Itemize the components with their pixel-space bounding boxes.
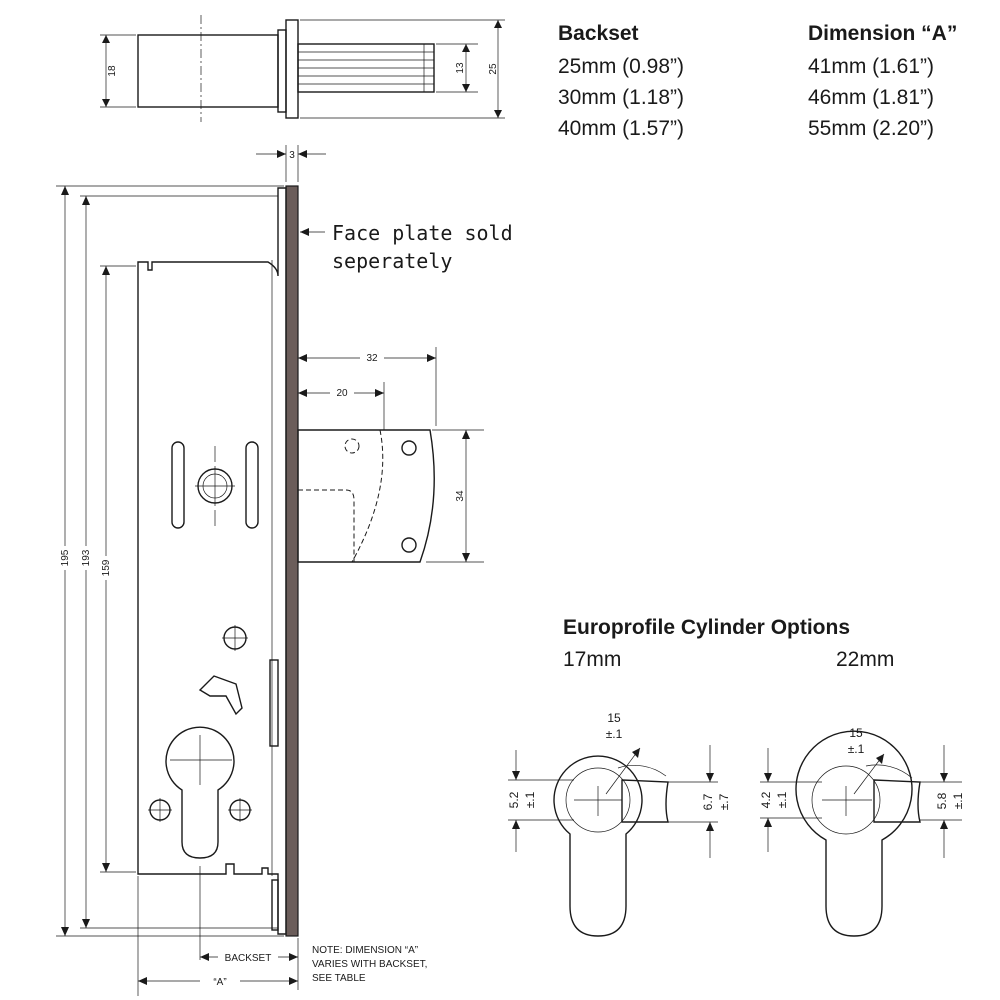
backset-table: Backset Dimension “A” 25mm (0.98”) 41mm … xyxy=(558,22,957,140)
dimension-32-label: 32 xyxy=(366,353,378,364)
cylinder-options-title: Europrofile Cylinder Options xyxy=(563,616,850,639)
top-view: 18 13 25 xyxy=(100,15,505,122)
dimension-a-value: 46mm (1.81”) xyxy=(808,86,934,109)
cylinder-17mm-right-tol: ±.7 xyxy=(717,793,731,810)
cylinder-22mm-angle-tol: ±.1 xyxy=(848,742,865,756)
dimension-20-label: 20 xyxy=(336,388,348,399)
screw-hole xyxy=(222,625,248,651)
dimension-18-label: 18 xyxy=(107,65,118,77)
cylinder-17mm-right-dim: 6.7 xyxy=(701,793,715,810)
lock-body-outline xyxy=(137,187,287,935)
dimension-20: 20 xyxy=(298,382,385,430)
cylinder-22mm-right-tol: ±.1 xyxy=(951,792,965,809)
bottom-note-line: VARIES WITH BACKSET, xyxy=(312,959,427,970)
cylinder-17mm-left-dim: 5.2 xyxy=(507,791,521,808)
body-step-top xyxy=(277,29,287,113)
latch-bolt-top xyxy=(297,43,435,93)
backset-value: 40mm (1.57”) xyxy=(558,117,684,140)
cylinder-size-22mm: 22mm xyxy=(836,648,894,671)
dimension-34: 34 xyxy=(426,429,484,563)
face-plate-note: Face plate sold seperately xyxy=(300,221,513,273)
dimension-a: “A” xyxy=(137,876,298,996)
strike-tab xyxy=(269,659,279,747)
bottom-note-line: NOTE: DIMENSION “A” xyxy=(312,945,418,956)
backset-header: Backset xyxy=(558,22,639,45)
dimension-backset: BACKSET xyxy=(200,938,299,990)
dimension-195: 195 xyxy=(56,185,284,937)
cam-lever xyxy=(198,675,243,716)
a-label: “A” xyxy=(213,977,226,988)
cylinder-22mm-left-tol: ±.1 xyxy=(775,791,789,808)
dimension-159-label: 159 xyxy=(101,559,112,576)
cylinder-17mm-angle-tol: ±.1 xyxy=(606,727,623,741)
dimension-25-label: 25 xyxy=(488,63,499,75)
bottom-tab xyxy=(271,879,279,931)
faceplate-top xyxy=(285,19,299,119)
face-plate-note-line: seperately xyxy=(332,249,452,273)
cylinder-22mm-angle: 15 xyxy=(849,726,863,740)
dimension-32: 32 xyxy=(298,347,437,426)
dimension-193: 193 xyxy=(78,195,278,929)
bottom-note: NOTE: DIMENSION “A” VARIES WITH BACKSET,… xyxy=(312,945,427,984)
dimension-3-label: 3 xyxy=(289,150,295,161)
dimension-195-label: 195 xyxy=(60,549,71,566)
cylinder-17mm-profile: 15 ±.1 5.2 ±.1 6.7 ±.7 xyxy=(507,711,731,937)
backset-value: 30mm (1.18”) xyxy=(558,86,684,109)
dimension-3: 3 xyxy=(256,145,326,182)
cylinder-17mm-left-tol: ±.1 xyxy=(523,791,537,808)
bottom-note-line: SEE TABLE xyxy=(312,973,366,984)
cylinder-cutout xyxy=(148,726,252,960)
dimension-25: 25 xyxy=(300,19,505,119)
cylinder-22mm-profile: 15 ±.1 4.2 ±.1 5.8 ±.1 xyxy=(759,726,965,937)
backset-label: BACKSET xyxy=(225,953,272,964)
backset-value: 25mm (0.98”) xyxy=(558,55,684,78)
cylinder-22mm-right-dim: 5.8 xyxy=(935,792,949,809)
spindle-hub xyxy=(171,441,259,529)
dimension-a-value: 41mm (1.61”) xyxy=(808,55,934,78)
dimension-13-label: 13 xyxy=(455,62,466,74)
lock-body-front-view xyxy=(137,185,435,960)
dimension-159: 159 xyxy=(98,265,136,873)
cylinder-size-17mm: 17mm xyxy=(563,648,621,671)
latch-bolt xyxy=(297,429,435,563)
cylinder-17mm-angle: 15 xyxy=(607,711,621,725)
cylinder-body-top xyxy=(137,34,279,108)
faceplate xyxy=(285,185,299,937)
dimension-a-value: 55mm (2.20”) xyxy=(808,117,934,140)
dimension-13: 13 xyxy=(436,43,478,93)
dimension-193-label: 193 xyxy=(81,549,92,566)
face-plate-note-line: Face plate sold xyxy=(332,221,513,245)
dimension-a-header: Dimension “A” xyxy=(808,22,957,45)
cylinder-22mm-left-dim: 4.2 xyxy=(759,791,773,808)
dimension-18: 18 xyxy=(100,34,136,108)
dimension-34-label: 34 xyxy=(455,490,466,502)
